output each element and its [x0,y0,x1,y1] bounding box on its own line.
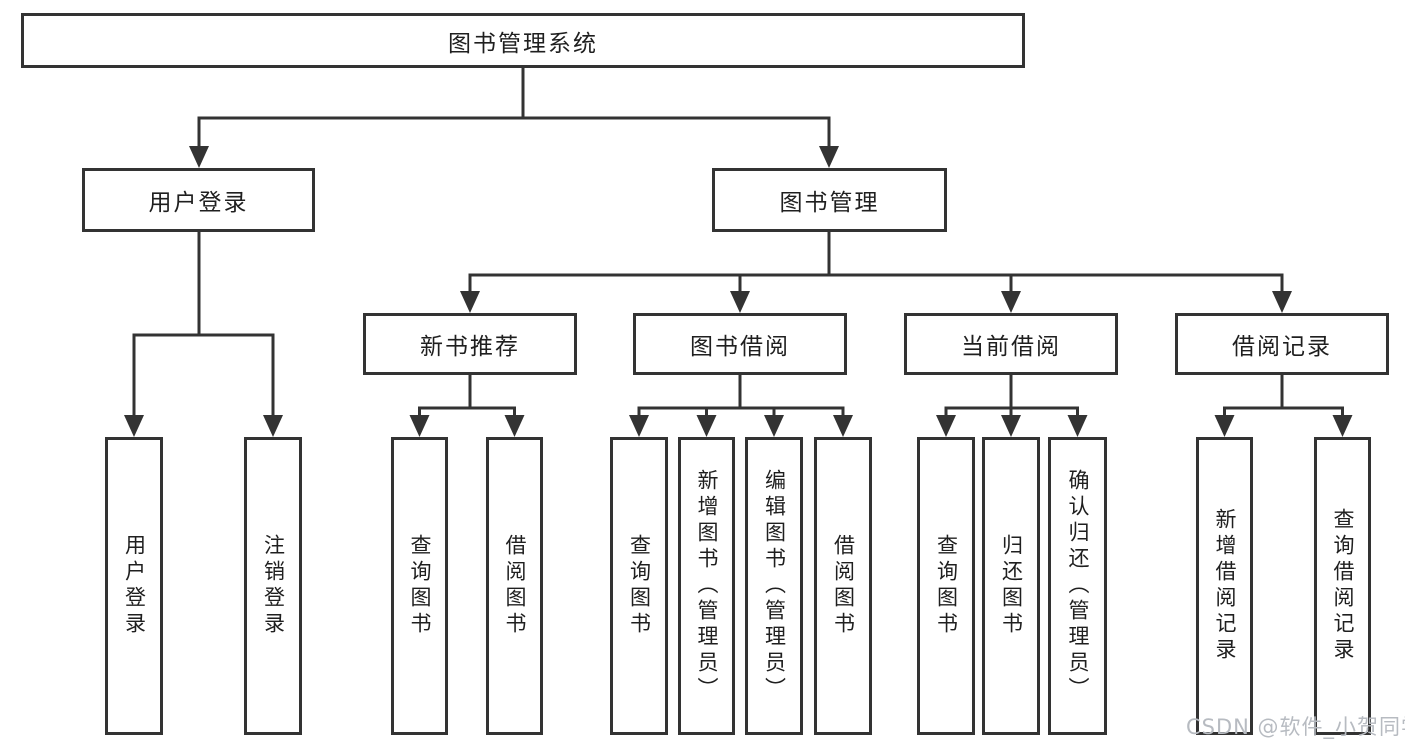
leaf-edit-books-admin: 编辑图书（管理员） [745,437,803,735]
leaf-borrow-books-borrowing: 借阅图书 [814,437,872,735]
leaf-add-borrow-record: 新增借阅记录 [1196,437,1253,735]
leaf-borrow-books-recommend: 借阅图书 [486,437,543,735]
leaf-query-books-current: 查询图书 [917,437,975,735]
node-root-library-management-system: 图书管理系统 [21,13,1025,68]
node-user-login: 用户登录 [82,168,315,232]
leaf-query-books-borrowing: 查询图书 [610,437,668,735]
node-book-management: 图书管理 [712,168,947,232]
node-current-borrowing: 当前借阅 [904,313,1118,375]
node-new-book-recommendation: 新书推荐 [363,313,577,375]
node-borrowing-records: 借阅记录 [1175,313,1389,375]
leaf-add-books-admin: 新增图书（管理员） [678,437,735,735]
leaf-logout: 注销登录 [244,437,302,735]
leaf-query-borrow-record: 查询借阅记录 [1314,437,1371,735]
leaf-user-login: 用户登录 [105,437,163,735]
csdn-watermark: CSDN @软件_小贺同学 [1186,715,1405,739]
node-book-borrowing: 图书借阅 [633,313,847,375]
leaf-confirm-return-admin: 确认归还（管理员） [1048,437,1107,735]
leaf-query-books-recommend: 查询图书 [391,437,448,735]
leaf-return-books: 归还图书 [982,437,1040,735]
